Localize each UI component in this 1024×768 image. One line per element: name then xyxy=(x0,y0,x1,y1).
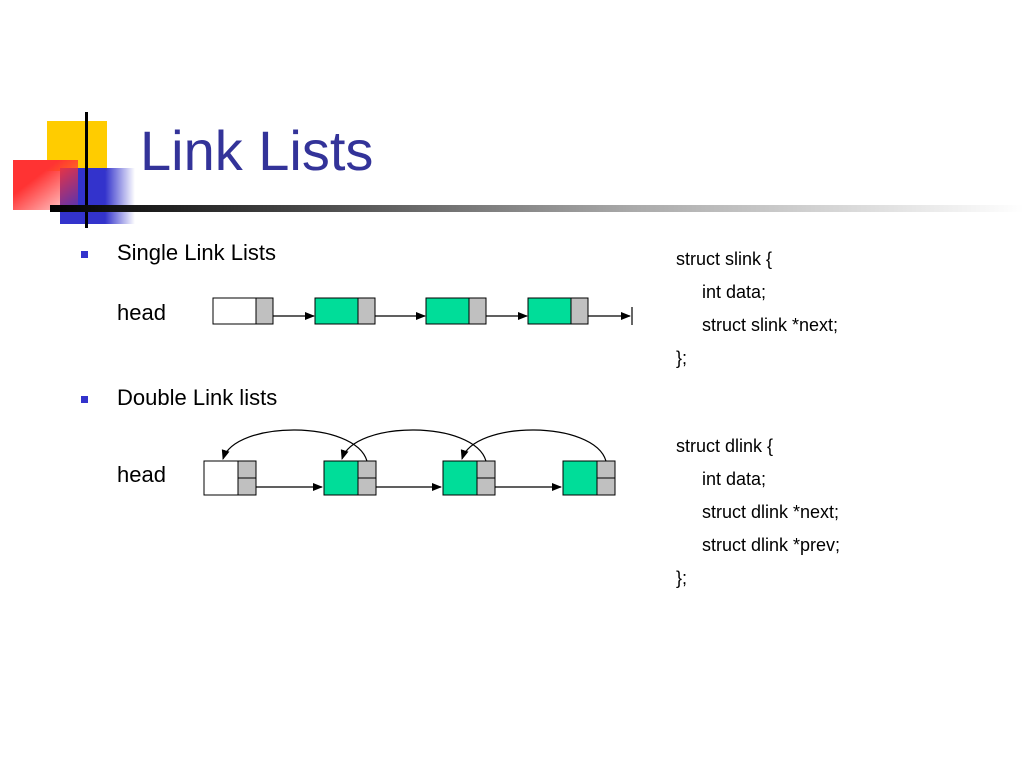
double-link-lists-heading: Double Link lists xyxy=(117,385,278,410)
double-node-prev-field xyxy=(596,477,616,496)
single-node-next-field xyxy=(468,297,487,325)
double-node-data xyxy=(323,460,359,496)
dlink-code-line: int data; xyxy=(702,469,767,489)
single-node-next-field xyxy=(357,297,376,325)
double-linked-list xyxy=(203,429,616,496)
dlink-code-line: struct dlink *next; xyxy=(702,502,840,522)
dlink-code-line: struct dlink *prev; xyxy=(702,535,841,555)
slink-code-line: struct slink { xyxy=(676,249,773,269)
single-head-node-next-field xyxy=(255,297,274,325)
single-node-data xyxy=(425,297,470,325)
single-head-node-data xyxy=(212,297,257,325)
slide-title: Link Lists xyxy=(140,119,374,182)
single-link-lists-heading: Single Link Lists xyxy=(117,240,276,265)
double-node-prev-field xyxy=(357,477,377,496)
double-node-data xyxy=(442,460,478,496)
dlink-code-line: }; xyxy=(676,568,688,588)
double-node-next-field xyxy=(476,460,496,479)
bullet-icon xyxy=(81,396,88,403)
single-linked-list xyxy=(212,297,633,325)
double-head-node-next-field xyxy=(237,460,257,479)
bullet-icon xyxy=(81,251,88,258)
single-node-data xyxy=(527,297,572,325)
double-prev-arrow xyxy=(460,429,607,462)
double-prev-arrow xyxy=(340,429,487,462)
single-node-data xyxy=(314,297,359,325)
dlink-code-line: struct dlink { xyxy=(676,436,774,456)
slink-code-line: int data; xyxy=(702,282,767,302)
double-node-data xyxy=(562,460,598,496)
decor-vertical-line xyxy=(85,112,88,228)
double-list-head-label: head xyxy=(117,462,166,487)
double-node-next-field xyxy=(596,460,616,479)
slink-code-line: }; xyxy=(676,348,688,368)
single-list-head-label: head xyxy=(117,300,166,325)
double-prev-arrow xyxy=(221,429,368,462)
double-head-node-data xyxy=(203,460,239,496)
decor-red-square xyxy=(13,160,78,210)
double-node-prev-field xyxy=(476,477,496,496)
double-head-node-prev-field xyxy=(237,477,257,496)
slink-code-line: struct slink *next; xyxy=(702,315,839,335)
single-node-next-field xyxy=(570,297,589,325)
title-underline-rule xyxy=(50,205,1024,212)
double-node-next-field xyxy=(357,460,377,479)
